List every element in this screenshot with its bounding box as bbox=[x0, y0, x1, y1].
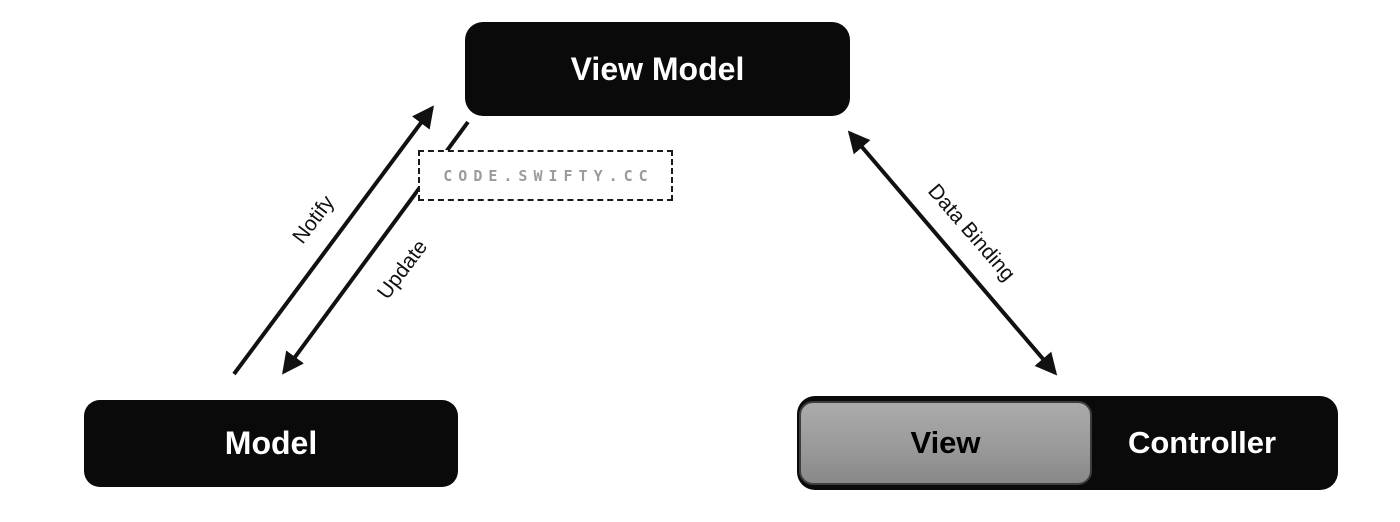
watermark: CODE.SWIFTY.CC bbox=[418, 150, 673, 201]
view-model-node: View Model bbox=[465, 22, 850, 116]
controller-node-label: Controller bbox=[1127, 425, 1277, 460]
data-binding-arrow bbox=[847, 130, 1058, 376]
view-node-label: View bbox=[910, 425, 981, 460]
view-model-node-label: View Model bbox=[570, 50, 745, 87]
notify-arrow bbox=[232, 105, 434, 376]
view-node: View bbox=[799, 401, 1092, 485]
watermark-text: CODE.SWIFTY.CC bbox=[443, 166, 654, 185]
model-node-label: Model bbox=[224, 425, 318, 461]
model-node: Model bbox=[84, 400, 458, 487]
view-controller-node: View Controller bbox=[797, 396, 1338, 490]
